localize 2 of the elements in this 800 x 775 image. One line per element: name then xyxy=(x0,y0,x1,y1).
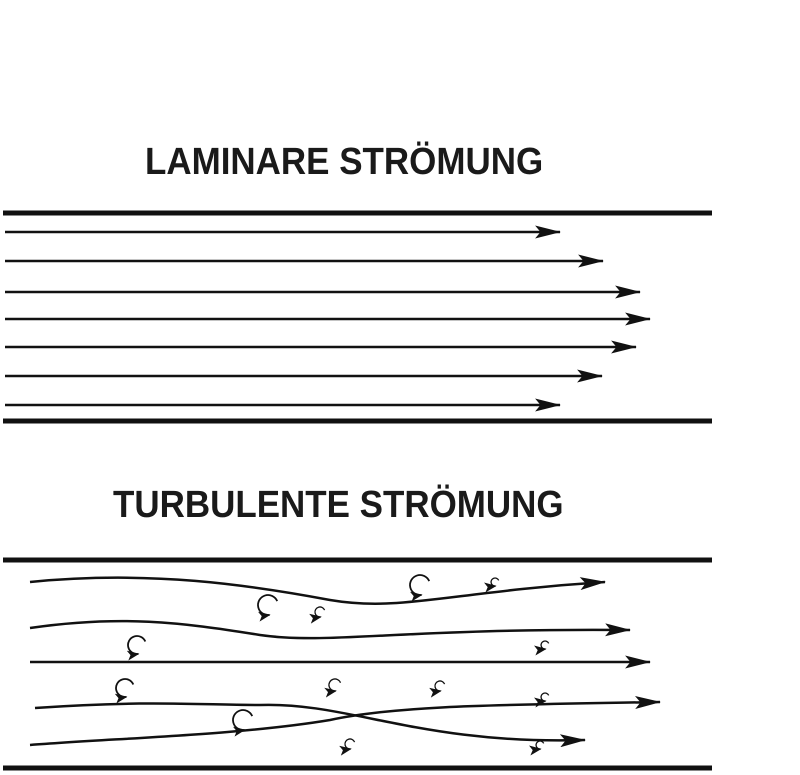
section-heading: TURBULENTE STRÖMUNG xyxy=(113,484,564,527)
section-heading: LAMINARE STRÖMUNG xyxy=(145,141,544,184)
